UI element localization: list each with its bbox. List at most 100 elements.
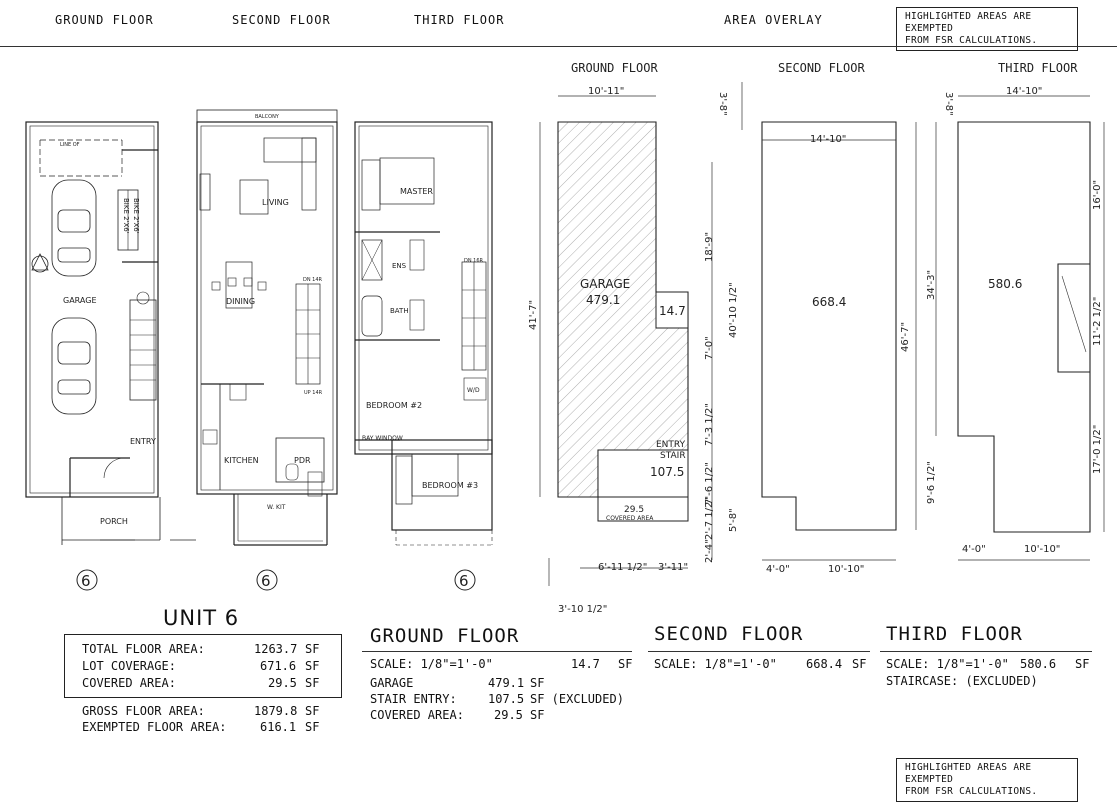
schedule-third-scale-unit: SF	[1075, 657, 1090, 671]
triangle-marker-icon	[31, 253, 49, 271]
header-third-floor: THIRD FLOOR	[414, 13, 505, 27]
area-value-entry: 107.5	[650, 465, 684, 479]
summary-row-value: 1879.8	[254, 704, 298, 718]
overlay-title-ground: GROUND FLOOR	[571, 61, 658, 75]
area-value-second: 668.4	[812, 295, 846, 309]
schedule-ground-line-unit: SF (EXCLUDED)	[530, 692, 624, 706]
room-label-porch: PORCH	[100, 517, 128, 526]
dim-label: 16'-0"	[1092, 180, 1103, 210]
footer-note-line1: HIGHLIGHTED AREAS ARE EXEMPTED	[905, 762, 1032, 785]
schedule-ground-line-value: 29.5	[494, 708, 523, 722]
unit-summary-box	[64, 634, 342, 698]
summary-row-value: 1263.7	[254, 642, 298, 656]
schedule-ground-line-value: 107.5	[488, 692, 525, 706]
schedule-ground-line-value: 479.1	[488, 676, 525, 690]
schedule-ground-scale-unit: SF	[618, 657, 633, 671]
svg-text:6: 6	[81, 572, 91, 590]
unit-title: UNIT 6	[163, 606, 239, 630]
dim-label: 5'-8"	[728, 508, 739, 532]
summary-row-value: 29.5	[268, 676, 297, 690]
schedule-second-scale-value: 668.4	[806, 657, 843, 671]
svg-text:6: 6	[459, 572, 469, 590]
dim-label: 3'-8"	[943, 92, 954, 116]
header-note: HIGHLIGHTED AREAS ARE EXEMPTED FROM FSR …	[896, 7, 1078, 51]
dim-label: 10'-11"	[588, 86, 624, 97]
dim-label: 7'-0"	[704, 336, 715, 360]
overlay-titles: GROUND FLOOR SECOND FLOOR THIRD FLOOR	[571, 61, 1078, 75]
second-floor-plan	[196, 109, 338, 546]
overlay-ground-dim-text: 10'-11" 3'-8" 41'-7" 18'-9" 40'-10 1/2" …	[528, 86, 739, 615]
dim-label: 3'-10 1/2"	[558, 604, 607, 615]
room-label-wkit: W. KIT	[267, 504, 286, 511]
room-label-bay-window: BAY WINDOW	[362, 435, 403, 442]
car-icon	[51, 179, 97, 277]
summary-row-unit: SF	[305, 720, 320, 734]
schedule-ground-line-label: STAIR ENTRY:	[370, 692, 457, 706]
summary-row-label: LOT COVERAGE:	[82, 659, 176, 673]
area-value-garage: 479.1	[586, 293, 620, 307]
overlay-ground-areas: GARAGE 479.1 14.7 ENTRY STAIR 107.5 29.5…	[580, 277, 686, 522]
header-ground-floor: GROUND FLOOR	[55, 13, 154, 27]
car-icon	[51, 317, 97, 415]
room-label-entry: ENTRY	[130, 437, 156, 446]
dim-label: 41'-7"	[528, 300, 539, 330]
summary-row-unit: SF	[305, 659, 320, 673]
schedule-ground-line-label: GARAGE	[370, 676, 414, 690]
summary-row-label: TOTAL FLOOR AREA:	[82, 642, 205, 656]
dim-label: 3'-11"	[658, 562, 688, 573]
dim-label: 17'-0 1/2"	[1092, 425, 1103, 474]
area-label-entry: ENTRY	[656, 440, 686, 450]
schedule-second-scale-unit: SF	[852, 657, 867, 671]
room-label-wd: W/D	[467, 387, 480, 394]
third-floor-plan	[354, 121, 493, 546]
bike-label-1: BIKE 2'X6'	[132, 198, 140, 234]
schedule-third-title: THIRD FLOOR	[886, 623, 1023, 645]
header-note-line1: HIGHLIGHTED AREAS ARE EXEMPTED	[905, 11, 1032, 34]
line-of-note: LINE OF	[60, 142, 80, 148]
schedule-ground-scale-value: 14.7	[571, 657, 600, 671]
room-label-master: MASTER	[400, 187, 433, 196]
bike-label-2: BIKE 2'X6'	[122, 198, 130, 234]
room-label-garage: GARAGE	[63, 296, 97, 305]
schedule-second-scale: SCALE: 1/8"=1'-0"	[654, 657, 777, 671]
dim-label: 6'-11 1/2"	[598, 562, 647, 573]
room-label-bedroom2: BEDROOM #2	[366, 401, 422, 410]
schedule-ground-title: GROUND FLOOR	[370, 625, 520, 647]
footer-note-line2: FROM FSR CALCULATIONS.	[905, 786, 1038, 797]
dim-label: 9'-6 1/2"	[926, 461, 937, 504]
overlay-second-dim-text: 14'-10" 46'-7" 4'-0" 10'-10" 668.4	[766, 134, 911, 575]
unit-tag-ground: 6	[76, 569, 98, 591]
room-label-ens: ENS	[392, 262, 407, 270]
dim-label: 34'-3"	[926, 270, 937, 300]
summary-row-label: EXEMPTED FLOOR AREA:	[82, 720, 227, 734]
dim-label: 46'-7"	[900, 322, 911, 352]
area-value-covered: 29.5	[624, 505, 644, 515]
area-label-garage: GARAGE	[580, 277, 630, 291]
summary-row-unit: SF	[305, 642, 320, 656]
dim-label: 2'-7 1/2"	[704, 497, 715, 540]
dim-label: 10'-10"	[828, 564, 864, 575]
summary-row-label: GROSS FLOOR AREA:	[82, 704, 205, 718]
unit-tag-third: 6	[454, 569, 476, 591]
svg-text:6: 6	[261, 572, 271, 590]
dim-label: 4'-0"	[962, 544, 986, 555]
ground-floor-plan	[25, 121, 196, 545]
footer-note: HIGHLIGHTED AREAS ARE EXEMPTED FROM FSR …	[896, 758, 1078, 802]
header-second-floor: SECOND FLOOR	[232, 13, 331, 27]
unit-title-label: UNIT	[163, 606, 218, 630]
unit-title-number: 6	[224, 606, 240, 630]
schedule-ground-scale: SCALE: 1/8"=1'-0"	[370, 657, 493, 671]
header-divider	[0, 46, 1117, 47]
third-floor-labels: MASTER ENS BATH BEDROOM #2 BEDROOM #3 BA…	[362, 187, 484, 490]
area-label-stair: STAIR	[660, 451, 686, 461]
stair-dn-label: DN 14R	[303, 277, 323, 283]
room-label-balcony: BALCONY	[255, 114, 280, 120]
schedule-third-divider	[880, 651, 1092, 652]
summary-row-unit: SF	[305, 676, 320, 690]
schedule-third-scale-value: 580.6	[1020, 657, 1057, 671]
dim-label: 18'-9"	[704, 232, 715, 262]
dim-label: 7'-6 1/2"	[704, 462, 715, 505]
summary-row-unit: SF	[305, 704, 320, 718]
dim-label: 14'-10"	[1006, 86, 1042, 97]
